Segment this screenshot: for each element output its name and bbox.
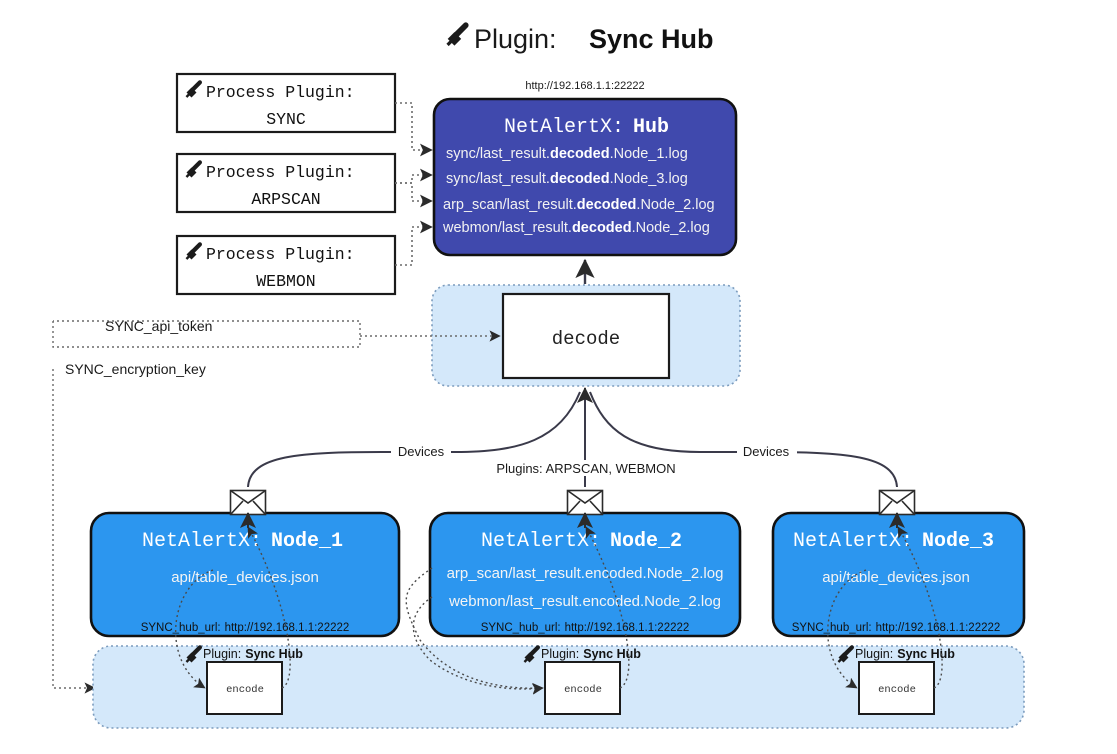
hub-name-prefix: NetAlertX: [504, 116, 624, 139]
process-plugin-name: WEBMON [256, 272, 315, 291]
node-3-name-prefix: NetAlertX: [793, 530, 913, 553]
encode-box-1[interactable] [206, 661, 283, 715]
hub-box-rect [432, 97, 738, 257]
edge-label-left-devices: Devices [398, 444, 445, 459]
edge-label-bg-left [391, 443, 451, 459]
token-routes [52, 320, 501, 694]
process-plugin-name: ARPSCAN [251, 190, 320, 209]
token-label-api: SYNC_api_token [105, 318, 212, 334]
plugin-hub-connectors [395, 102, 433, 266]
process-plugin-label: Process Plugin: [206, 163, 355, 182]
decode-container: decode [431, 284, 741, 387]
process-plugin-sync[interactable]: Process Plugin: SYNC [175, 72, 397, 134]
node-2-line-2: webmon/last_result.encoded.Node_2.log [448, 593, 721, 610]
encoder-3-header: Plugin:Sync Hub [855, 647, 955, 661]
hub-box[interactable]: NetAlertX: Hub sync/last_result.decoded.… [432, 97, 738, 257]
encoder-node-3[interactable]: Plugin:Sync Hub encode [837, 645, 956, 715]
edge-label-bg-center [504, 460, 668, 476]
process-plugin-label: Process Plugin: [206, 245, 355, 264]
process-plugin-label: Process Plugin: [206, 83, 355, 102]
encoder-node-2[interactable]: Plugin:Sync Hub encode [523, 645, 642, 715]
encoder-2-header: Plugin:Sync Hub [541, 647, 641, 661]
title-name: Sync Hub [589, 24, 714, 54]
envelope-icon [229, 489, 267, 516]
node-2-name: Node_2 [610, 530, 682, 553]
encoder-node-1[interactable]: Plugin:Sync Hub encode [185, 645, 304, 715]
node-1-hub-url: SYNC_hub_url:http://192.168.1.1:22222 [141, 622, 350, 634]
plug-icon [446, 22, 469, 47]
hub-url-label: http://192.168.1.1:22222 [525, 80, 644, 92]
edge-label-right-devices: Devices [743, 444, 790, 459]
decode-label: decode [552, 328, 620, 350]
node-box-node-1[interactable]: NetAlertX: Node_1 api/table_devices.json… [89, 511, 401, 638]
node-box-node-2[interactable]: NetAlertX: Node_2 arp_scan/last_result.e… [428, 511, 742, 638]
node-1-name-prefix: NetAlertX: [142, 530, 262, 553]
node-2-name-prefix: NetAlertX: [481, 530, 601, 553]
page-title: Plugin: Sync Hub [446, 22, 714, 54]
node-1-name: Node_1 [271, 530, 343, 553]
process-plugin-name: SYNC [266, 110, 306, 129]
node-2-line-1: arp_scan/last_result.encoded.Node_2.log [447, 565, 724, 582]
envelope-icon [566, 489, 604, 516]
envelope-icon [878, 489, 916, 516]
node-3-hub-url: SYNC_hub_url:http://192.168.1.1:22222 [792, 622, 1001, 634]
title-prefix: Plugin: [474, 24, 557, 54]
encode-2-label: encode [564, 684, 602, 696]
process-plugin-webmon[interactable]: Process Plugin: WEBMON [175, 234, 397, 296]
hub-log-line-2: sync/last_result.decoded.Node_3.log [446, 171, 688, 187]
node-2-hub-url: SYNC_hub_url:http://192.168.1.1:22222 [481, 622, 690, 634]
encoder-1-header: Plugin:Sync Hub [203, 647, 303, 661]
process-plugin-arpscan[interactable]: Process Plugin: ARPSCAN [175, 152, 397, 214]
node-box-node-3[interactable]: NetAlertX: Node_3 api/table_devices.json… [771, 511, 1026, 638]
hub-log-line-3: arp_scan/last_result.decoded.Node_2.log [443, 197, 715, 213]
encode-flows [175, 526, 943, 695]
hub-log-line-1: sync/last_result.decoded.Node_1.log [446, 146, 688, 162]
node-3-name: Node_3 [922, 530, 994, 553]
token-label-key: SYNC_encryption_key [65, 361, 206, 377]
hub-name: Hub [633, 116, 669, 139]
hub-log-line-4: webmon/last_result.decoded.Node_2.log [442, 220, 710, 236]
encode-box-3[interactable] [858, 661, 935, 715]
node-3-line-1: api/table_devices.json [822, 569, 970, 586]
edge-label-bg-right [737, 443, 797, 459]
encode-3-label: encode [878, 684, 916, 696]
encode-1-label: encode [226, 684, 264, 696]
decode-box[interactable] [501, 292, 671, 380]
encode-box-2[interactable] [544, 661, 621, 715]
node-1-line-1: api/table_devices.json [171, 569, 319, 586]
edge-label-center-plugins: Plugins: ARPSCAN, WEBMON [496, 461, 675, 476]
